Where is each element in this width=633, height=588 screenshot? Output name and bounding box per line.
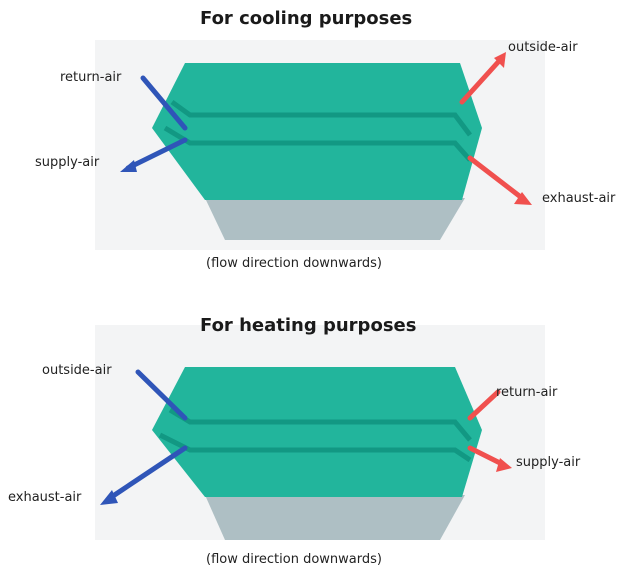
return-air-arrow: [467, 389, 501, 421]
label-left-bottom: exhaust-air: [8, 490, 82, 505]
label-right-top: return-air: [496, 385, 558, 400]
supply-air-arrow: [467, 445, 505, 467]
label-right-bottom: exhaust-air: [542, 191, 616, 206]
heat-exchanger-body: [152, 367, 482, 497]
arrowhead-icon: [496, 458, 512, 472]
drain-tray: [205, 198, 465, 240]
diagram-title: For heating purposes: [200, 315, 417, 336]
heating-diagram: For heating purposes outside-air exhaust…: [0, 300, 633, 588]
heating-exchanger-svg: [100, 367, 512, 540]
label-left-top: outside-air: [42, 363, 112, 378]
arrowhead-icon: [514, 192, 532, 205]
cooling-exchanger-svg: [120, 52, 532, 240]
arrowhead-icon: [494, 52, 506, 68]
heat-exchanger-body: [152, 63, 482, 200]
drain-tray: [205, 495, 465, 540]
label-right-bottom: supply-air: [516, 455, 581, 470]
label-left-bottom: supply-air: [35, 155, 100, 170]
supply-air-arrow: [125, 137, 188, 171]
outside-air-arrow: [135, 369, 188, 421]
diagram-caption: (flow direction downwards): [206, 552, 382, 567]
exhaust-air-arrow: [107, 445, 188, 501]
outside-air-arrow: [459, 57, 503, 105]
diagram-title: For cooling purposes: [200, 8, 413, 29]
exhaust-air-arrow: [467, 155, 525, 201]
label-right-top: outside-air: [508, 40, 578, 55]
cooling-diagram: For cooling purposes return-air supply-a…: [0, 0, 633, 288]
exchanger-channel: [163, 125, 472, 162]
return-air-arrow: [140, 75, 188, 131]
exchanger-channel: [158, 432, 472, 463]
exchanger-channel: [170, 99, 472, 137]
diagram-caption: (flow direction downwards): [206, 256, 382, 271]
arrowhead-icon: [100, 490, 118, 505]
label-left-top: return-air: [60, 70, 122, 85]
arrowhead-icon: [120, 160, 137, 172]
